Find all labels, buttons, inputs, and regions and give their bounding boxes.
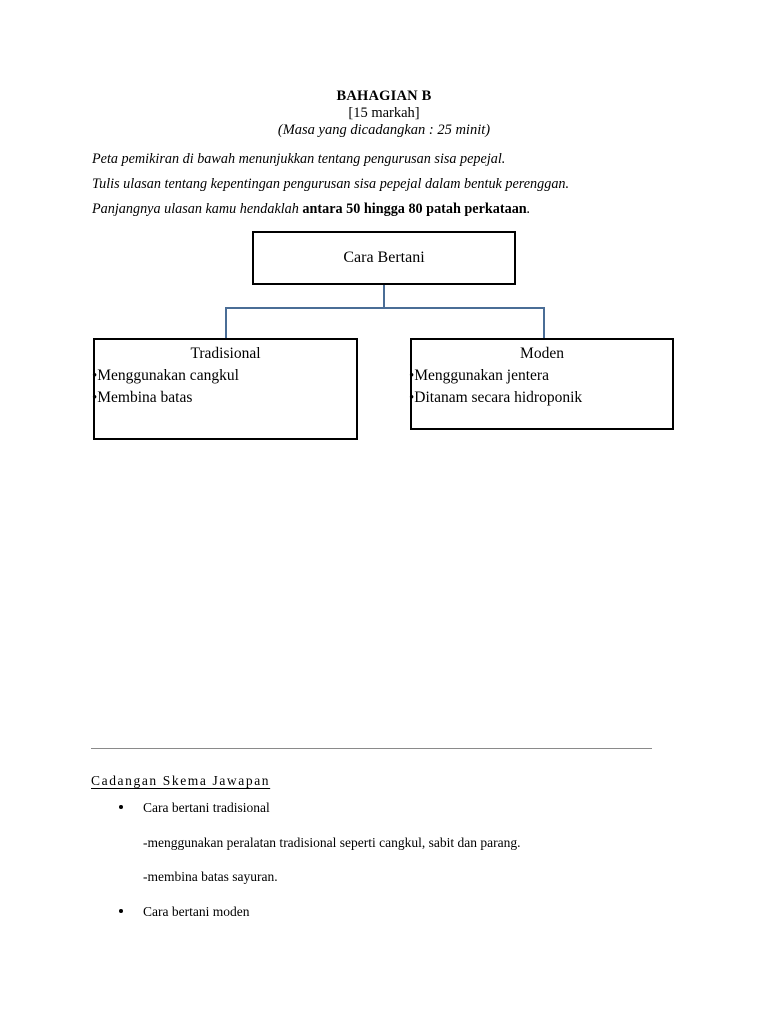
instruction-line-2: Tulis ulasan tentang kepentingan penguru… [92,176,570,193]
answer-scheme-detail: -menggunakan peralatan tradisional seper… [143,834,521,850]
connector-root-stem [383,285,385,308]
connector-horizontal-bar [225,307,545,309]
answer-scheme-detail: -membina batas sayuran. [143,869,278,884]
page-title: BAHAGIAN B [336,88,432,104]
thinking-map-diagram: Cara Bertani Tradisional Menggunakan can… [0,225,768,455]
diagram-node-moden-bullets: Menggunakan jentera Ditanam secara hidro… [412,365,672,410]
list-item: Menggunakan cangkul [92,365,356,387]
bullet-icon [119,805,123,809]
marks-label: [15 markah] [348,105,420,122]
bullet-icon [119,908,123,913]
list-item: Ditanam secara hidroponik [409,387,672,409]
answer-scheme-item-label: Cara bertani moden [143,903,250,919]
diagram-node-tradisional-title: Tradisional [190,345,261,362]
answer-scheme-heading: Cadangan Skema Jawapan [91,773,271,788]
connector-left-drop [225,307,227,339]
duration-label: (Masa yang dicadangkan : 25 minit) [277,122,491,139]
instruction-line-3-prefix: Panjangnya ulasan kamu hendaklah [92,201,303,218]
document-header: BAHAGIAN B [15 markah] (Masa yang dicada… [0,88,768,139]
answer-scheme-section: Cadangan Skema Jawapan Cara bertani trad… [91,772,691,939]
instruction-line-1: Peta pemikiran di bawah menunjukkan tent… [92,151,506,167]
diagram-node-root: Cara Bertani [252,231,516,285]
list-item: Cara bertani moden [91,903,691,919]
diagram-node-tradisional-bullets: Menggunakan cangkul Membina batas [95,365,356,410]
diagram-node-moden: Moden Menggunakan jentera Ditanam secara… [410,338,674,430]
instruction-line-3-suffix: . [526,201,531,218]
instructions-block: Peta pemikiran di bawah menunjukkan tent… [92,152,682,228]
connector-right-drop [543,307,545,339]
instruction-line-3-emphasis: antara 50 hingga 80 patah perkataan [302,201,527,218]
diagram-node-tradisional: Tradisional Menggunakan cangkul Membina … [93,338,358,440]
answer-scheme-list: Cara bertani tradisional -menggunakan pe… [91,801,691,918]
answer-scheme-item-label: Cara bertani tradisional [143,800,270,815]
diagram-node-moden-title: Moden [520,345,564,362]
section-divider [91,748,652,749]
list-item: Menggunakan jentera [409,365,672,387]
list-item: Cara bertani tradisional [91,801,691,815]
list-item: Membina batas [92,387,356,409]
diagram-root-title: Cara Bertani [343,249,425,266]
instruction-line-3: Panjangnya ulasan kamu hendaklah antara … [92,202,682,216]
